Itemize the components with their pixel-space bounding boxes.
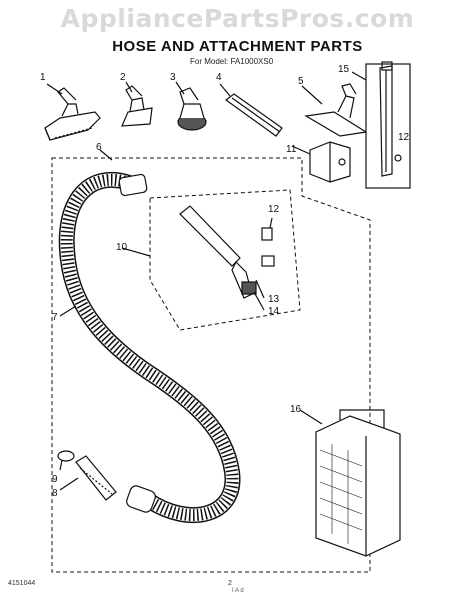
- callout-3: 3: [170, 72, 176, 83]
- ring-part[interactable]: [57, 450, 75, 471]
- tool-clip-part[interactable]: [291, 141, 351, 183]
- callout-8: 8: [52, 488, 58, 499]
- callout-14: 14: [268, 306, 280, 317]
- callout-16: 16: [290, 404, 302, 415]
- doc-number: 4151044: [8, 580, 36, 587]
- callout-2: 2: [120, 72, 126, 83]
- watermark: AppliancePartsPros.com: [60, 4, 415, 33]
- callout-1: 1: [40, 72, 46, 83]
- dusting-brush-part[interactable]: [175, 81, 207, 131]
- callout-12-wand: 12: [398, 132, 410, 143]
- page-number: 2: [228, 580, 232, 587]
- callout-5: 5: [298, 76, 304, 87]
- wand-part[interactable]: [351, 61, 411, 189]
- callout-7: 7: [52, 312, 58, 323]
- crevice-tool-part[interactable]: [219, 83, 283, 137]
- page-title: HOSE AND ATTACHMENT PARTS: [112, 38, 363, 55]
- callout-15: 15: [338, 64, 350, 75]
- callout-13: 13: [268, 294, 280, 305]
- latch-part[interactable]: [261, 217, 273, 241]
- callout-12-handle: 12: [268, 204, 280, 215]
- callout-4: 4: [216, 72, 222, 83]
- hose-part[interactable]: [58, 171, 241, 524]
- spring-part[interactable]: [241, 281, 265, 311]
- filter-part[interactable]: [299, 409, 401, 557]
- callout-9: 9: [52, 474, 58, 485]
- floor-nozzle-part[interactable]: [301, 83, 368, 137]
- model-number: For Model: FA1000XS0: [190, 57, 274, 66]
- callout-11: 11: [286, 144, 297, 155]
- hose-assembly-frame: [51, 157, 371, 573]
- callout-6: 6: [96, 142, 102, 153]
- upholstery-nozzle-part[interactable]: [121, 81, 153, 127]
- callout-10: 10: [116, 242, 128, 253]
- floor-brush-part[interactable]: [44, 83, 101, 141]
- hose-end-part[interactable]: [59, 455, 117, 501]
- button-part[interactable]: [255, 255, 275, 299]
- page-sub-mark: I A d: [232, 588, 244, 594]
- handle-part[interactable]: [179, 205, 253, 299]
